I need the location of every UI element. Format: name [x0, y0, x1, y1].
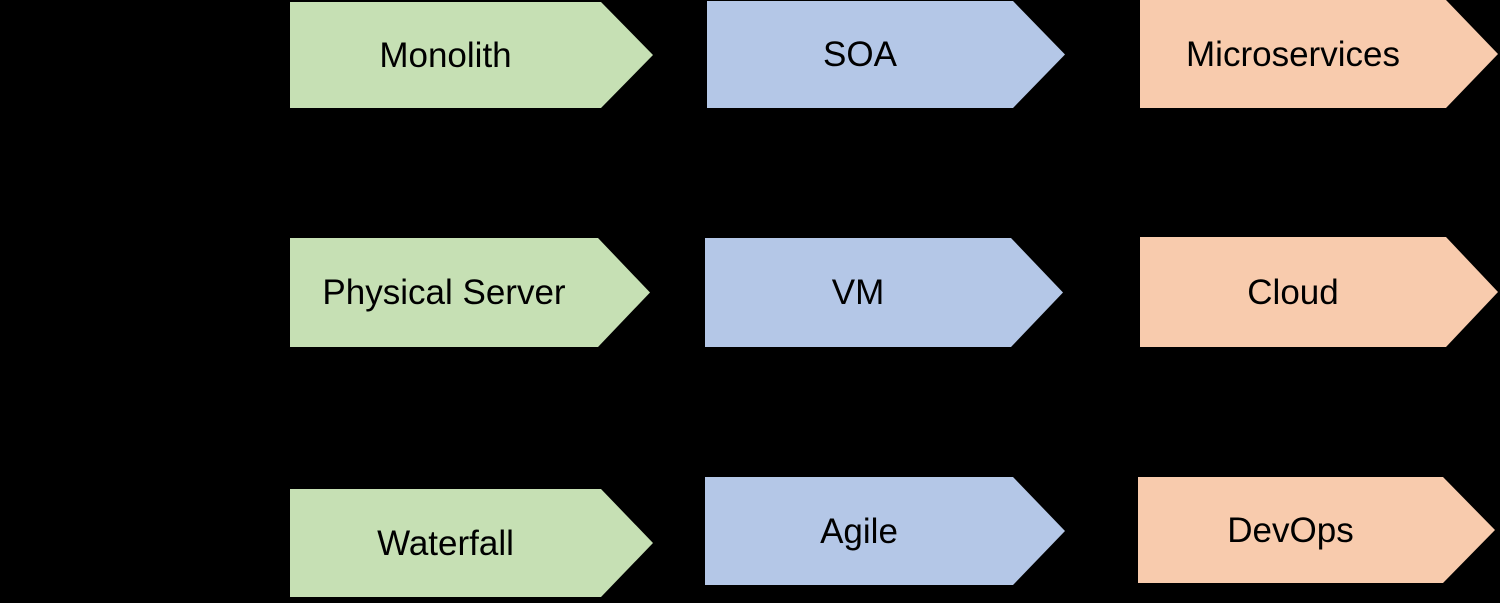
stage-label-soa: SOA: [823, 35, 897, 74]
stage-label-vm: VM: [831, 273, 885, 312]
stage-arrow-monolith: Monolith: [290, 2, 653, 108]
stage-arrow-waterfall: Waterfall: [290, 489, 653, 597]
stage-arrow-soa: SOA: [707, 1, 1065, 108]
stage-label-microservices: Microservices: [1186, 34, 1400, 74]
stage-label-waterfall: Waterfall: [377, 523, 514, 563]
stage-label-devops: DevOps: [1227, 510, 1354, 550]
stage-arrow-cloud: Cloud: [1140, 237, 1498, 347]
stage-arrow-physical-server: Physical Server: [290, 238, 650, 347]
stage-label-monolith: Monolith: [379, 35, 512, 75]
stage-arrow-devops: DevOps: [1138, 477, 1495, 583]
stage-arrow-microservices: Microservices: [1140, 0, 1498, 108]
stage-arrow-agile: Agile: [705, 477, 1065, 585]
stage-label-agile: Agile: [820, 511, 898, 551]
stage-arrow-vm: VM: [705, 238, 1063, 347]
stage-label-cloud: Cloud: [1247, 272, 1339, 312]
stage-label-physical-server: Physical Server: [322, 273, 566, 312]
